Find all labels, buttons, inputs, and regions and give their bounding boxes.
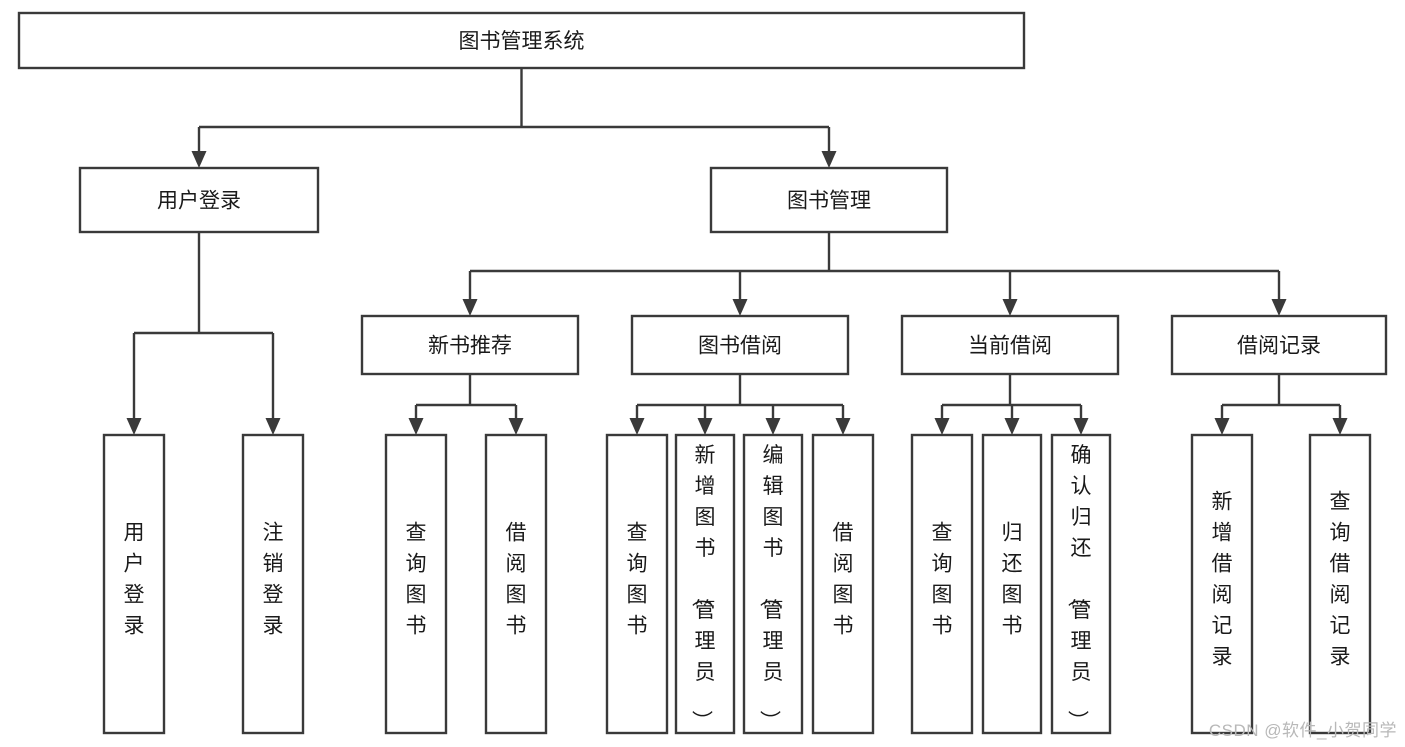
node-branch-17[interactable]: 借阅记录 [1170,314,1388,376]
node-label: 借阅图书 [506,522,527,638]
node-label: 用户登录 [124,522,145,638]
node-box [811,433,875,735]
node-label: 借阅记录 [1237,335,1321,358]
node-label: 查询借阅记录 [1330,491,1351,669]
node-box [1170,314,1388,376]
node-box [1308,433,1372,735]
node-box [630,314,850,376]
node-branch-0[interactable]: 图书管理系统 [17,11,1026,70]
node-branch-8[interactable]: 图书借阅 [630,314,850,376]
node-label: 确认归还（管理员） [1066,444,1092,731]
arrow-head-icon [462,299,478,316]
node-label: 用户登录 [157,190,241,213]
node-box [674,433,736,735]
node-leaf-19[interactable]: 查询借阅记录 [1308,433,1372,735]
node-box [605,433,669,735]
arrow-head-icon [1214,418,1230,435]
node-box [102,433,166,735]
node-label: 归还图书 [1002,522,1023,638]
arrow-head-icon [1002,299,1018,316]
node-label: 图书管理 [787,190,871,213]
node-label: 编辑图书（管理员） [758,444,784,731]
arrow-head-icon [765,418,781,435]
node-leaf-6[interactable]: 查询图书 [384,433,448,735]
node-layer: 图书管理系统用户登录用户登录注销登录图书管理新书推荐查询图书借阅图书图书借阅查询… [17,11,1388,735]
node-box [484,433,548,735]
arrow-head-icon [265,418,281,435]
node-box [981,433,1043,735]
arrow-head-icon [732,299,748,316]
arrow-head-icon [408,418,424,435]
node-leaf-12[interactable]: 借阅图书 [811,433,875,735]
node-box [1190,433,1254,735]
arrow-head-icon [1271,299,1287,316]
arrow-head-icon [191,151,207,168]
node-branch-5[interactable]: 新书推荐 [360,314,580,376]
node-leaf-14[interactable]: 查询图书 [910,433,974,735]
node-box [360,314,580,376]
node-branch-4[interactable]: 图书管理 [709,166,949,234]
arrow-head-icon [1073,418,1089,435]
node-label: 图书借阅 [698,335,782,358]
arrow-head-icon [934,418,950,435]
arrow-head-icon [821,151,837,168]
node-leaf-10[interactable]: 新增图书（管理员） [674,433,736,735]
node-label: 注销登录 [263,522,284,638]
arrow-head-icon [1332,418,1348,435]
node-leaf-16[interactable]: 确认归还（管理员） [1050,433,1112,735]
node-box [78,166,320,234]
arrow-head-icon [629,418,645,435]
node-branch-1[interactable]: 用户登录 [78,166,320,234]
node-label: 图书管理系统 [459,30,585,53]
node-box [709,166,949,234]
node-label: 新增借阅记录 [1212,491,1233,669]
node-label: 查询图书 [932,522,953,638]
node-leaf-2[interactable]: 用户登录 [102,433,166,735]
node-label: 当前借阅 [968,335,1052,358]
arrow-head-icon [835,418,851,435]
node-box [17,11,1026,70]
node-leaf-3[interactable]: 注销登录 [241,433,305,735]
node-label: 查询图书 [627,522,648,638]
arrow-head-icon [1004,418,1020,435]
node-label: 新书推荐 [428,335,512,358]
node-leaf-11[interactable]: 编辑图书（管理员） [742,433,804,735]
node-label: 新增图书（管理员） [690,444,716,731]
node-leaf-7[interactable]: 借阅图书 [484,433,548,735]
node-label: 查询图书 [406,522,427,638]
connector-layer [126,68,1348,435]
node-box [742,433,804,735]
node-box [241,433,305,735]
arrow-head-icon [126,418,142,435]
node-box [910,433,974,735]
node-leaf-15[interactable]: 归还图书 [981,433,1043,735]
node-branch-13[interactable]: 当前借阅 [900,314,1120,376]
node-box [900,314,1120,376]
node-leaf-9[interactable]: 查询图书 [605,433,669,735]
arrow-head-icon [697,418,713,435]
node-label: 借阅图书 [833,522,854,638]
node-box [1050,433,1112,735]
node-leaf-18[interactable]: 新增借阅记录 [1190,433,1254,735]
arrow-head-icon [508,418,524,435]
node-box [384,433,448,735]
